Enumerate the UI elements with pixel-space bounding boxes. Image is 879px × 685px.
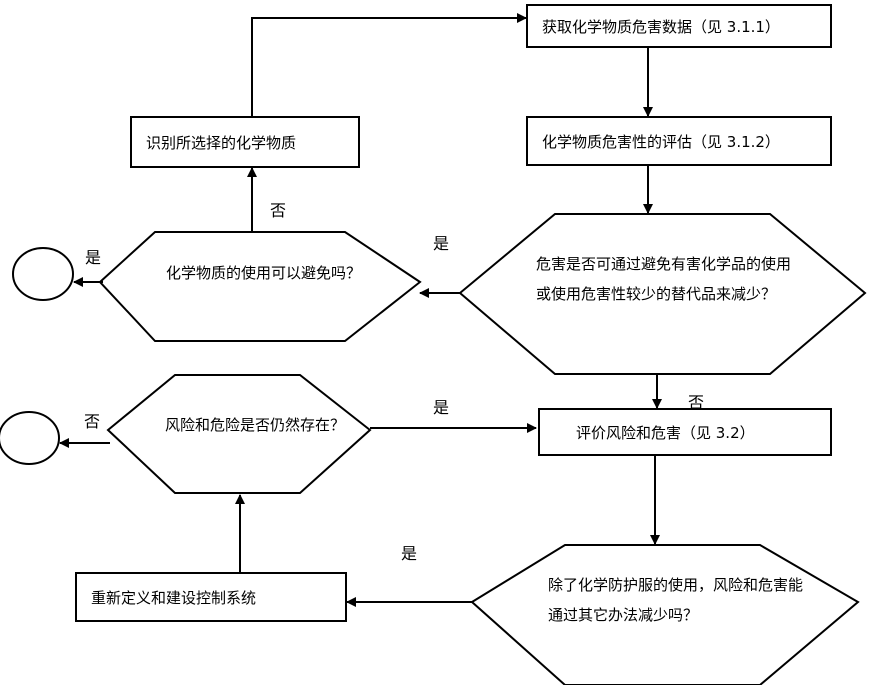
decision-other-means-shape [470, 544, 860, 685]
box-get-hazard-data-label: 获取化学物质危害数据（见 3.1.1） [542, 17, 780, 36]
decision-substitute-text: 危害是否可通过避免有害化学品的使用或使用危害性较少的替代品来减少？ [536, 249, 798, 309]
decision-substitute-shape [458, 213, 867, 375]
decision-avoid-label: 化学物质的使用可以避免吗？ [166, 264, 362, 282]
decision-remain-shape [106, 374, 372, 494]
decision-remain-label: 风险和危险是否仍然存在？ [165, 416, 346, 434]
box-assess-hazard: 化学物质危害性的评估（见 3.1.2） [526, 116, 832, 166]
decision-remain-text: 风险和危险是否仍然存在？ [165, 410, 350, 440]
label-yes-avoid: 是 [85, 248, 102, 267]
box-get-hazard-data: 获取化学物质危害数据（见 3.1.1） [526, 4, 832, 48]
box-evaluate-risk: 评价风险和危害（见 3.2） [538, 408, 832, 456]
terminal-no-circle [0, 411, 60, 465]
decision-other-means-label: 除了化学防护服的使用，风险和危害能通过其它办法减少吗？ [548, 576, 804, 624]
box-evaluate-risk-label: 评价风险和危害（见 3.2） [576, 423, 755, 442]
box-redefine-controls-label: 重新定义和建设控制系统 [91, 588, 257, 607]
box-redefine-controls: 重新定义和建设控制系统 [75, 572, 347, 622]
arrow-identify-to-get [251, 13, 527, 116]
decision-other-means-text: 除了化学防护服的使用，风险和危害能通过其它办法减少吗？ [548, 570, 816, 630]
label-yes-substitute: 是 [433, 234, 450, 253]
decision-substitute-label: 危害是否可通过避免有害化学品的使用或使用危害性较少的替代品来减少？ [536, 255, 792, 303]
decision-avoid-shape [98, 231, 422, 342]
box-identify-chemical: 识别所选择的化学物质 [130, 116, 360, 168]
box-identify-chemical-label: 识别所选择的化学物质 [146, 133, 297, 152]
label-yes-remain: 是 [433, 398, 450, 417]
label-no-substitute: 否 [688, 393, 705, 412]
box-assess-hazard-label: 化学物质危害性的评估（见 3.1.2） [542, 132, 780, 151]
terminal-yes-circle [12, 247, 74, 301]
decision-avoid-text: 化学物质的使用可以避免吗？ [166, 258, 378, 288]
label-yes-other: 是 [401, 544, 418, 563]
label-no-avoid: 否 [270, 201, 287, 220]
label-no-remain: 否 [84, 412, 101, 431]
